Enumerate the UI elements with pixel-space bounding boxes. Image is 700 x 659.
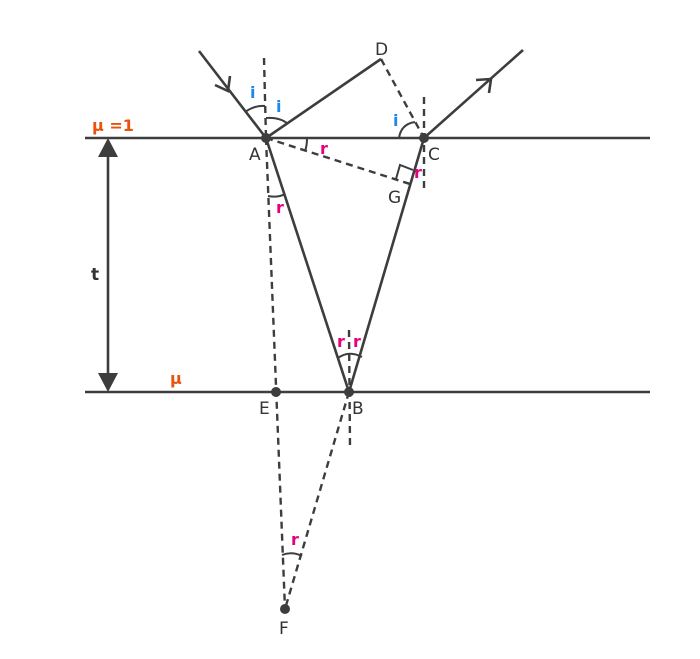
line-BF (283, 391, 351, 610)
point-C (419, 133, 429, 143)
arrow-head-down-icon (98, 373, 118, 392)
medium-top-label: μ =1 (92, 116, 134, 135)
label-G: G (388, 188, 401, 208)
arc-i-incident (244, 104, 266, 113)
incident-arrow-icon (214, 75, 232, 93)
arc-r-at-A (304, 137, 308, 152)
label-E: E (259, 399, 270, 419)
angle-i-incident: i (250, 83, 255, 102)
angle-r-left-B: r (337, 332, 345, 351)
arc-r-below-A (267, 193, 286, 198)
arc-i-at-C (398, 121, 416, 139)
incident-ray (197, 50, 268, 139)
reflected-ray-BC (347, 137, 426, 393)
arc-r-at-B (337, 352, 363, 359)
arc-i-reflected (265, 116, 289, 125)
label-A: A (249, 145, 261, 165)
perpendicular-AG (265, 136, 411, 186)
reflected-ray-AD (265, 57, 382, 140)
angle-i-at-C: i (393, 111, 398, 130)
point-B (344, 387, 354, 397)
line-AEF (264, 137, 287, 610)
medium-bottom-label: μ (170, 369, 182, 388)
angle-r-right-B: r (353, 332, 361, 351)
emergent-ray (423, 49, 524, 139)
angle-r-at-C: r (414, 163, 422, 182)
normal-at-B (347, 329, 352, 447)
arrow-head-up-icon (98, 138, 118, 157)
thickness-label: t (91, 265, 99, 285)
angle-r-at-A: r (320, 139, 328, 158)
point-E (271, 387, 281, 397)
label-D: D (375, 40, 388, 60)
angle-i-reflected: i (276, 97, 281, 116)
right-angle-marker (395, 163, 414, 180)
emergent-arrow-icon (475, 77, 493, 94)
arc-r-at-F (281, 552, 303, 557)
angle-r-at-F: r (291, 530, 299, 549)
point-F (280, 604, 290, 614)
wavefront-DC (379, 58, 426, 139)
refracted-ray-AB (264, 137, 351, 393)
label-C: C (428, 145, 440, 165)
normal-at-A (262, 57, 268, 139)
angle-r-below-A: r (276, 198, 284, 217)
label-F: F (279, 619, 289, 639)
point-A (261, 133, 271, 143)
label-B: B (352, 399, 364, 419)
